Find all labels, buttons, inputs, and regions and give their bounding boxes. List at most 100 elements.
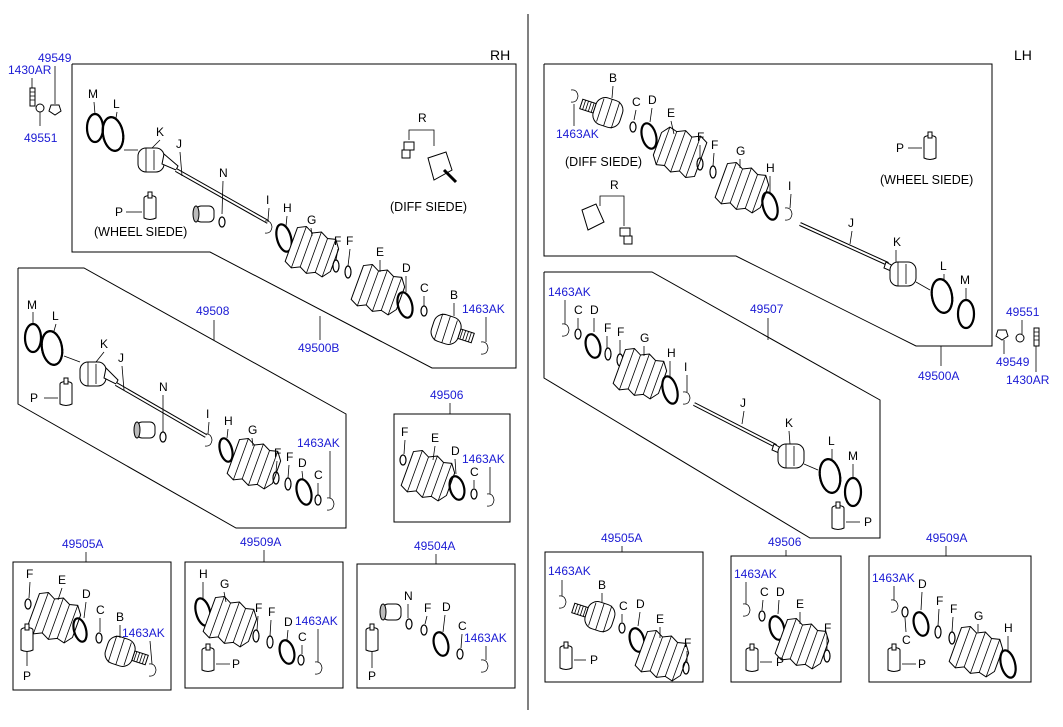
rh-hw-nut-label: 49549 bbox=[38, 51, 72, 65]
grease-p-icon bbox=[201, 643, 215, 672]
rh-kit-outer-joint-parts: F E D C B 1463AK P bbox=[20, 567, 165, 683]
letter-l: L bbox=[113, 97, 120, 111]
lh-main-letter-labels: B C D E F F G H I J K L M R P 1463AK (DI… bbox=[556, 71, 973, 287]
ring-d-icon bbox=[448, 475, 466, 501]
letter-e: E bbox=[58, 573, 66, 587]
lh-kit-outer-boot-label: 49506 bbox=[768, 535, 802, 549]
rh-assembly-label: 49508 bbox=[196, 304, 230, 318]
letter-g: G bbox=[307, 213, 316, 227]
ring-c-icon bbox=[95, 632, 103, 644]
letter-f: F bbox=[268, 605, 275, 619]
letter-b: B bbox=[598, 578, 606, 592]
lh-hardware-group: 49551 49549 1430AR bbox=[995, 305, 1050, 387]
letter-f: F bbox=[824, 621, 831, 635]
letter-n: N bbox=[404, 589, 413, 603]
outer-joint-k-icon bbox=[889, 261, 917, 287]
band-f-icon bbox=[284, 477, 292, 491]
letter-e: E bbox=[667, 106, 675, 120]
rh-kit-outer-boot-ring-label: 1463AK bbox=[462, 452, 505, 466]
letter-j: J bbox=[118, 351, 124, 365]
rh-assembly-leaders bbox=[32, 312, 331, 498]
ring-m-icon bbox=[843, 476, 863, 508]
letter-f: F bbox=[274, 446, 281, 460]
letter-e: E bbox=[796, 597, 804, 611]
lh-diff-side-caption: (DIFF SIEDE) bbox=[565, 155, 642, 169]
letter-l: L bbox=[940, 259, 947, 273]
grease-p-icon bbox=[559, 641, 573, 670]
band-f-icon bbox=[344, 265, 352, 279]
rh-hw-washer-label: 49551 bbox=[24, 131, 58, 145]
circlip-icon bbox=[480, 659, 489, 673]
ring-c-icon bbox=[574, 328, 582, 340]
rh-kit-inner-boot-ring-label: 1463AK bbox=[295, 614, 338, 628]
ring-d-icon bbox=[584, 333, 602, 359]
letter-d: D bbox=[402, 261, 411, 275]
letter-d: D bbox=[442, 600, 451, 614]
letter-c: C bbox=[314, 468, 323, 482]
letter-g: G bbox=[736, 144, 745, 158]
circlip-icon bbox=[890, 599, 899, 613]
letter-n: N bbox=[219, 166, 228, 180]
letter-h: H bbox=[283, 201, 292, 215]
letter-g: G bbox=[248, 423, 257, 437]
letter-p: P bbox=[864, 515, 872, 529]
lh-assembly-letter-labels: 1463AK C D F F G H I J K L M P bbox=[548, 285, 872, 529]
rh-wheel-side-caption: (WHEEL SIEDE) bbox=[94, 225, 187, 239]
letter-g: G bbox=[640, 331, 649, 345]
letter-f: F bbox=[334, 234, 341, 248]
rh-kit-damper-box bbox=[356, 563, 516, 689]
rh-kit-inner-boot-label: 49509A bbox=[240, 535, 281, 549]
damper-n-icon bbox=[133, 421, 156, 439]
letter-h: H bbox=[199, 567, 208, 581]
letter-c: C bbox=[619, 599, 628, 613]
circlip-icon bbox=[314, 661, 323, 675]
lh-wheel-side-caption: (WHEEL SIEDE) bbox=[880, 173, 973, 187]
outer-boot-e-icon bbox=[399, 447, 459, 506]
inner-boot-g-icon bbox=[947, 623, 1007, 682]
letter-f: F bbox=[697, 130, 704, 144]
letter-k: K bbox=[785, 416, 793, 430]
letter-f: F bbox=[684, 636, 691, 650]
letter-d: D bbox=[590, 303, 599, 317]
circlip-icon bbox=[480, 341, 489, 355]
lh-kit-outer-joint-box bbox=[544, 551, 704, 683]
letter-c: C bbox=[298, 630, 307, 644]
washer-icon bbox=[1015, 333, 1025, 343]
outer-joint-k-icon bbox=[777, 443, 805, 469]
lh-kit-outer-boot-parts: 1463AK C D E F P bbox=[734, 567, 833, 674]
damper-n-icon bbox=[379, 603, 402, 621]
letter-f: F bbox=[936, 594, 943, 608]
rh-kit-outer-joint-box bbox=[12, 561, 172, 691]
lh-assembly-leaders bbox=[564, 300, 854, 478]
tripod-r-icon bbox=[581, 195, 633, 245]
rh-kit-damper-parts: N F D C 1463AK P bbox=[365, 589, 507, 683]
ring-c-icon bbox=[297, 654, 305, 666]
letter-c: C bbox=[632, 95, 641, 109]
letter-f: F bbox=[604, 321, 611, 335]
rh-diff-side-caption: (DIFF SIEDE) bbox=[390, 200, 467, 214]
rh-kit-outer-boot-box bbox=[393, 413, 511, 523]
nut-icon bbox=[995, 329, 1009, 341]
washer-icon bbox=[35, 103, 45, 113]
band-f-icon bbox=[823, 649, 831, 663]
circlip-icon bbox=[561, 323, 570, 337]
letter-p: P bbox=[918, 657, 926, 671]
letter-m: M bbox=[27, 298, 37, 312]
letter-h: H bbox=[224, 414, 233, 428]
band-f-icon bbox=[266, 635, 274, 649]
letter-d: D bbox=[451, 444, 460, 458]
letter-i: I bbox=[206, 407, 209, 421]
inner-joint-b-icon bbox=[576, 90, 627, 131]
bolt-icon bbox=[29, 87, 36, 107]
circlip-icon bbox=[486, 493, 495, 507]
letter-l: L bbox=[828, 434, 835, 448]
ring-c-icon bbox=[470, 488, 478, 500]
band-f-icon bbox=[420, 624, 428, 636]
lh-kit-outer-joint-label: 49505A bbox=[601, 531, 642, 545]
ring-c-icon bbox=[456, 648, 464, 660]
letter-c: C bbox=[96, 603, 105, 617]
grease-p-icon bbox=[143, 191, 157, 220]
grease-p-icon bbox=[365, 623, 379, 652]
letter-c: C bbox=[760, 585, 769, 599]
letter-p: P bbox=[590, 653, 598, 667]
